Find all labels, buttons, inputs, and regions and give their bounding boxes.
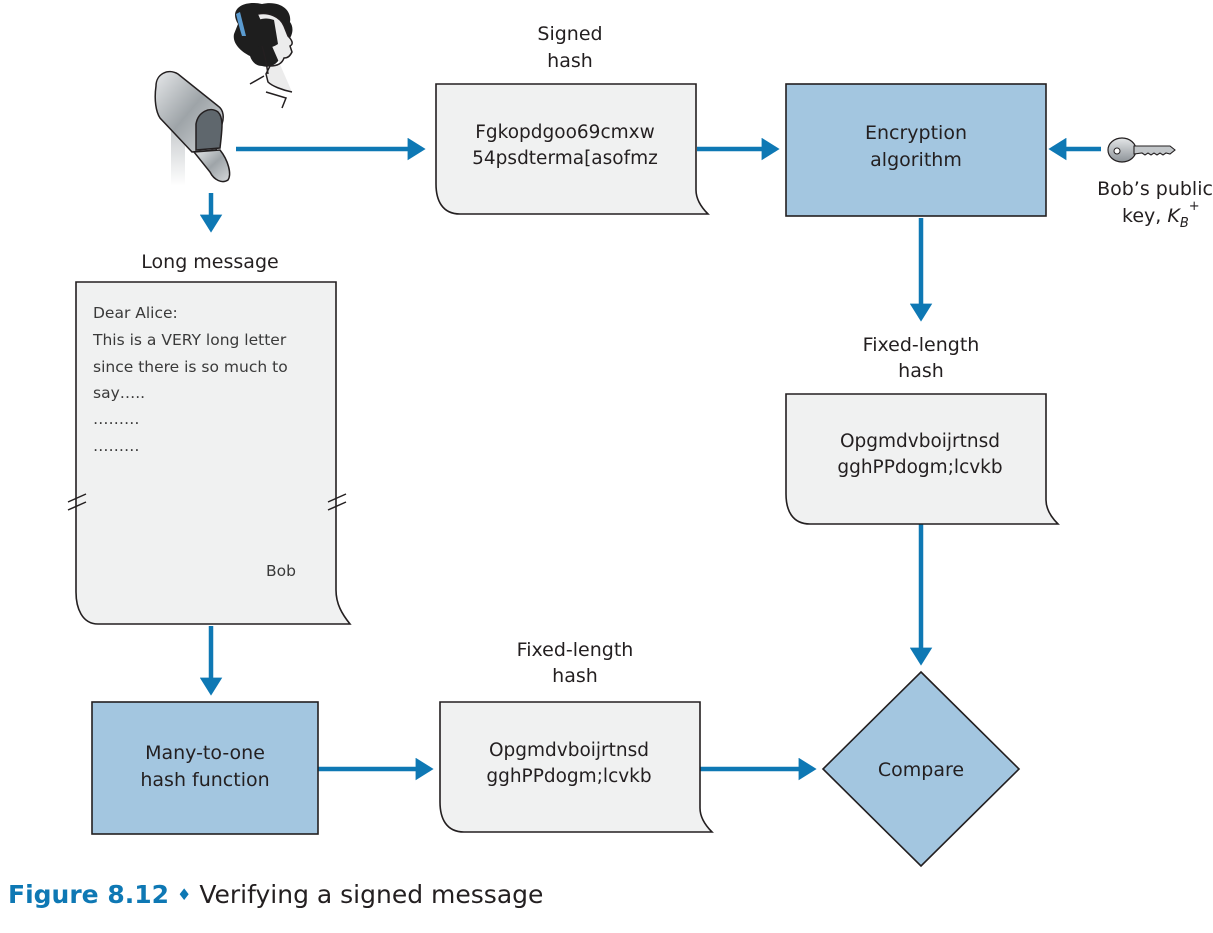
- signed-hash-value-line1: Fgkopdgoo69cmxw: [475, 122, 654, 143]
- bobs-public-key-label: Bob’s public key, KB+: [1097, 178, 1213, 231]
- key-label-line2: key, KB+: [1122, 199, 1200, 231]
- letter-line: since there is so much to: [93, 358, 288, 376]
- key-superscript: +: [1189, 199, 1200, 214]
- signed-hash-value-line2: 54psdterma[asofmz: [472, 148, 658, 169]
- signed-hash-label-line1: Signed: [537, 23, 602, 45]
- letter-line: say…..: [93, 384, 145, 402]
- fixed-hash-top-label-line2: hash: [898, 360, 944, 382]
- signed-hash-label-line2: hash: [547, 50, 593, 72]
- figure-caption: Figure 8.12 ♦ Verifying a signed message: [8, 880, 543, 909]
- signed-message-verification-diagram: Signed hash Fgkopdgoo69cmxw 54psdterma[a…: [67, 2, 1213, 868]
- fixed-length-hash-decrypted-document: Fixed-length hash Opgmdvboijrtnsd gghPPd…: [785, 334, 1060, 525]
- fixed-hash-bottom-value-line2: gghPPdogm;lcvkb: [486, 766, 651, 787]
- long-message-document: Long message Dear Alice: This is a VERY …: [67, 251, 352, 625]
- letter-line: ………: [93, 410, 140, 428]
- letter-line: ………: [93, 437, 140, 455]
- key-subscript: B: [1180, 216, 1189, 231]
- hash-function-label-line1: Many-to-one: [145, 742, 265, 764]
- alice-person-icon: [233, 2, 293, 109]
- fixed-hash-top-value-line2: gghPPdogm;lcvkb: [837, 457, 1002, 478]
- key-label-prefix: key,: [1122, 205, 1167, 227]
- figure-title: Verifying a signed message: [199, 880, 544, 909]
- encryption-algorithm-box: Encryption algorithm: [785, 83, 1047, 217]
- long-message-label: Long message: [141, 251, 278, 273]
- key-icon: [1107, 137, 1176, 163]
- fixed-hash-bottom-label-line2: hash: [552, 665, 598, 687]
- key-label-line1: Bob’s public: [1097, 178, 1213, 200]
- fixed-length-hash-computed-document: Fixed-length hash Opgmdvboijrtnsd gghPPd…: [439, 639, 714, 833]
- encryption-label-line1: Encryption: [865, 122, 967, 144]
- figure-number: Figure 8.12: [8, 880, 170, 909]
- fixed-hash-bottom-value-line1: Opgmdvboijrtnsd: [489, 740, 649, 761]
- mailbox-icon: [154, 70, 231, 186]
- encryption-label-line2: algorithm: [870, 149, 962, 171]
- key-symbol: K: [1167, 205, 1181, 227]
- arrows: [199, 137, 1101, 781]
- compare-label: Compare: [878, 759, 964, 781]
- fixed-hash-bottom-label-line1: Fixed-length: [517, 639, 634, 661]
- hash-function-label-line2: hash function: [140, 769, 269, 791]
- letter-signature: Bob: [266, 562, 296, 580]
- fixed-hash-top-value-line1: Opgmdvboijrtnsd: [840, 431, 1000, 452]
- compare-diamond: Compare: [821, 670, 1021, 868]
- signed-hash-document: Signed hash Fgkopdgoo69cmxw 54psdterma[a…: [435, 23, 710, 215]
- letter-line: Dear Alice:: [93, 304, 178, 322]
- hash-function-box: Many-to-one hash function: [91, 701, 319, 835]
- caption-separator-icon: ♦: [177, 885, 192, 904]
- letter-line: This is a VERY long letter: [92, 331, 287, 349]
- fixed-hash-top-label-line1: Fixed-length: [863, 334, 980, 356]
